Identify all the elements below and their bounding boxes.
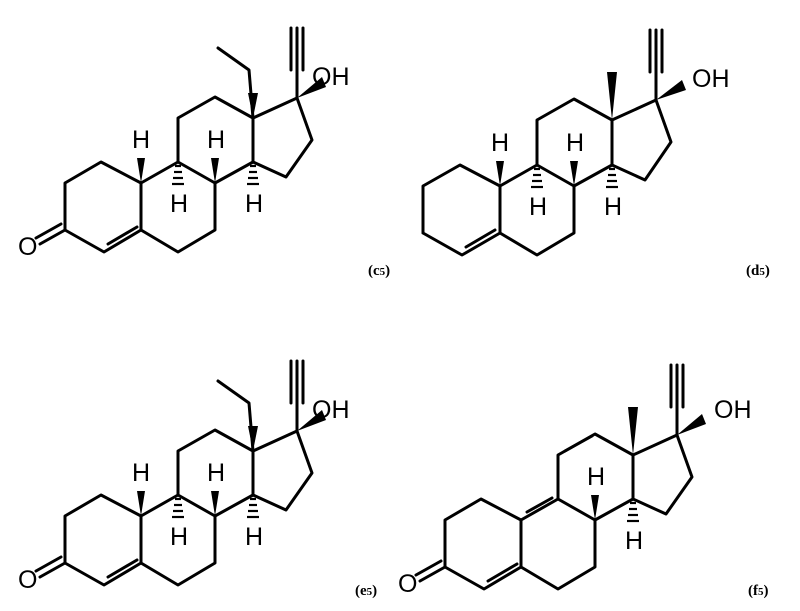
structure-d5: OH H H H H (d5) (421, 28, 770, 279)
d5-skeleton (421, 28, 673, 257)
f5-skeleton (414, 363, 694, 591)
c5-h-label: H (132, 126, 150, 154)
f5-h-label: H (625, 527, 643, 555)
c5-stereo-bonds (137, 77, 326, 186)
f5-caption: (f5) (748, 583, 769, 599)
f5-h-label: H (587, 463, 605, 491)
e5-h-label: H (245, 523, 263, 551)
e5-stereo-bonds (137, 410, 326, 519)
structure-c5: OH H H H H O (c5) (18, 26, 390, 279)
d5-hydroxyl-label: OH (692, 65, 730, 93)
d5-h-label: H (491, 129, 509, 157)
e5-h-label: H (132, 459, 150, 487)
e5-skeleton (34, 359, 314, 587)
d5-stereo-bonds (496, 72, 686, 189)
structure-e5: OH H H H H O (e5) (18, 359, 377, 599)
c5-h-label: H (170, 190, 188, 218)
d5-h-label: H (566, 129, 584, 157)
c5-caption: (c5) (368, 263, 390, 279)
c5-h-label: H (207, 126, 225, 154)
e5-caption: (e5) (355, 583, 377, 599)
c5-oxygen-label: O (18, 233, 37, 261)
e5-h-label: H (207, 459, 225, 487)
e5-oxygen-label: O (18, 566, 37, 594)
f5-hydroxyl-label: OH (714, 396, 752, 424)
c5-h-label: H (245, 190, 263, 218)
e5-h-label: H (170, 523, 188, 551)
c5-hydroxyl-label: OH (312, 63, 350, 91)
f5-oxygen-label: O (398, 570, 417, 598)
d5-h-label: H (529, 193, 547, 221)
d5-h-label: H (604, 193, 622, 221)
structure-f5: OH H H O (f5) (398, 363, 769, 599)
c5-skeleton (34, 26, 314, 254)
e5-hydroxyl-label: OH (312, 396, 350, 424)
d5-caption: (d5) (746, 263, 770, 279)
f5-stereo-bonds (591, 407, 706, 523)
